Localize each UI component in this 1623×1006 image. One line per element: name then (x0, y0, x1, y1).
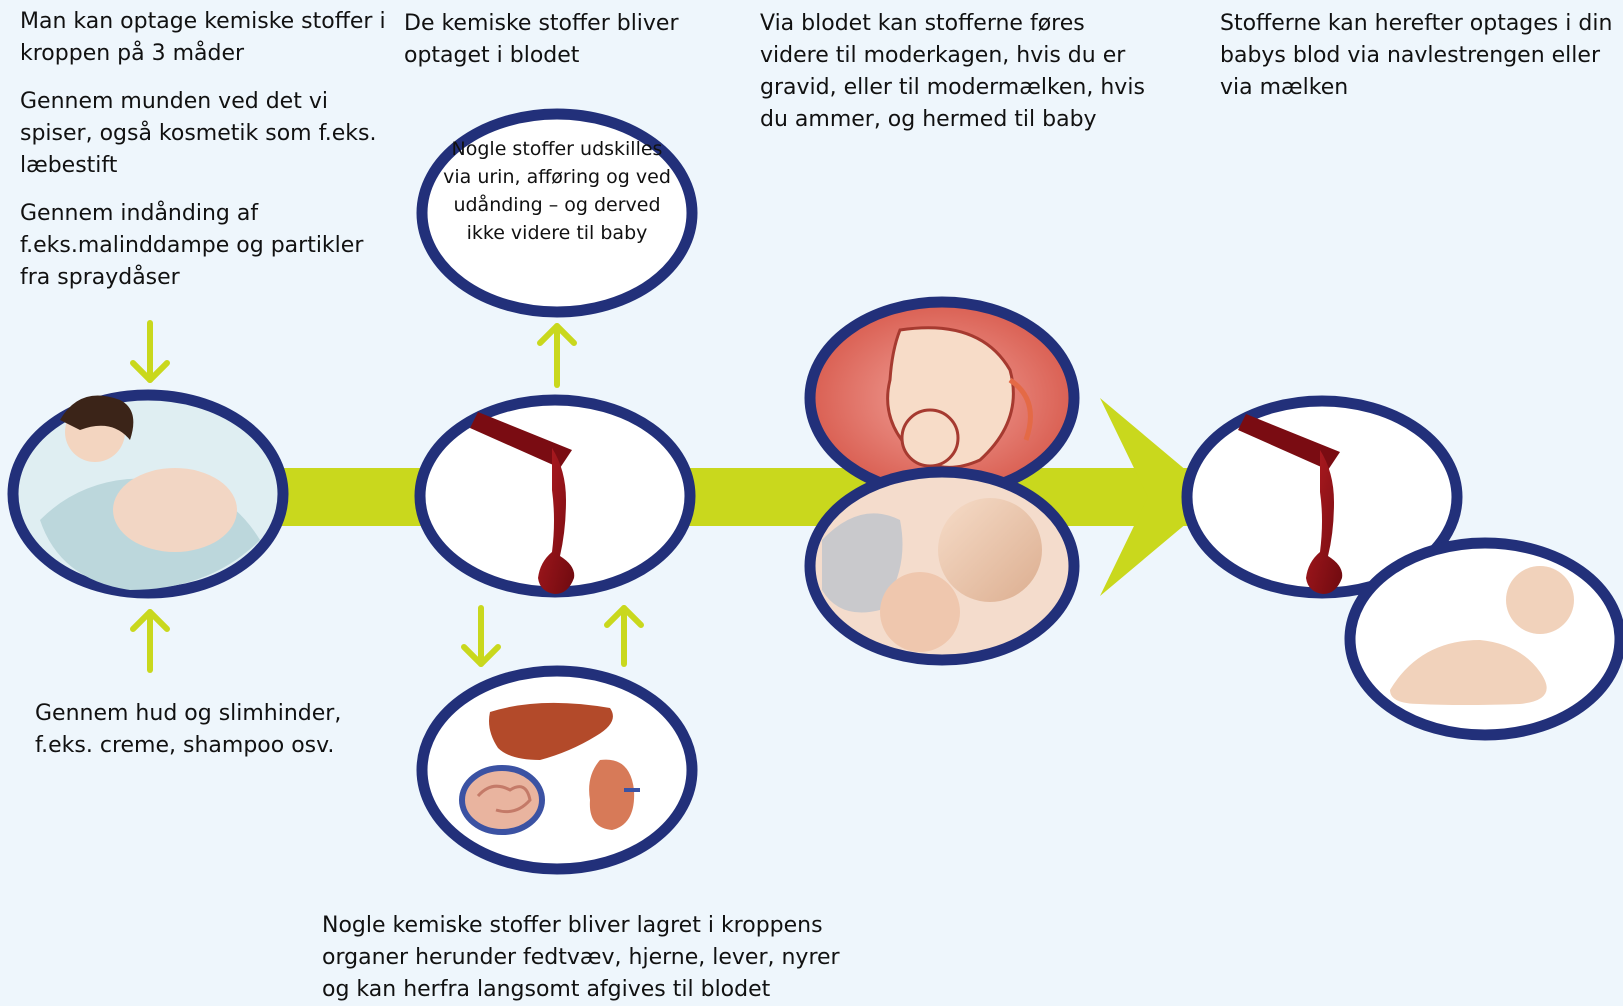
pregnant-woman-image (13, 395, 283, 593)
storage-arrow-up (607, 608, 641, 664)
intake-arrow-down (133, 323, 167, 380)
intake-skin-text: Gennem hud og slimhinder, f.eks. creme, … (35, 698, 341, 762)
breastfeeding-image (810, 472, 1074, 660)
transfer-text: Via blodet kan stofferne føres videre ti… (760, 8, 1145, 136)
organs-image (422, 671, 692, 869)
blood-drop-icon (420, 400, 690, 594)
intake-intro-text: Man kan optage kemiske stoffer i kroppen… (20, 6, 386, 70)
intake-mouth-text: Gennem munden ved det vi spiser, også ko… (20, 86, 376, 182)
storage-arrow-down (464, 608, 498, 664)
intake-inhalation-text: Gennem indånding af f.eks.malinddampe og… (20, 198, 363, 294)
excretion-arrow-up (540, 326, 574, 385)
baby-image (1350, 543, 1620, 735)
excretion-text: Nogle stoffer udskilles via urin, afføri… (437, 135, 677, 247)
storage-text: Nogle kemiske stoffer bliver lagret i kr… (322, 910, 840, 1006)
intake-arrow-up (133, 612, 167, 670)
baby-text: Stofferne kan herefter optages i din bab… (1220, 8, 1612, 104)
fetus-image (810, 302, 1074, 494)
blood-text: De kemiske stoffer bliver optaget i blod… (404, 8, 679, 72)
